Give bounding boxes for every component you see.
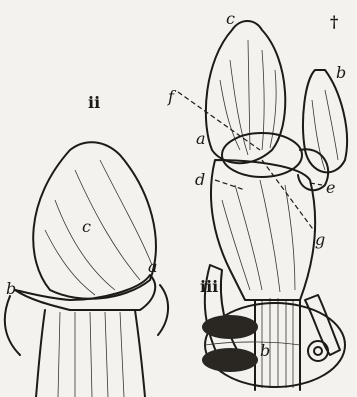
fig1-label-c: c (226, 9, 235, 28)
fig1-label-g: g (315, 230, 325, 249)
fig3-numeral: iii (200, 277, 218, 296)
figure-2: c b a ii (5, 93, 168, 397)
fig2-label-a: a (148, 257, 158, 276)
fig1-numeral: † (330, 12, 338, 31)
fig1-label-b: b (336, 63, 346, 82)
fig1-label-e: e (326, 178, 335, 197)
figure-1: c b f a d e g † (167, 9, 347, 390)
fig2-label-b: b (6, 279, 16, 298)
fig1-label-f: f (167, 87, 177, 106)
fig1-label-a: a (196, 129, 206, 148)
fig2-label-c: c (82, 217, 91, 236)
fig2-numeral: ii (88, 93, 100, 112)
fig1-label-d: d (195, 170, 205, 189)
fig3-label-b: b (260, 341, 270, 360)
